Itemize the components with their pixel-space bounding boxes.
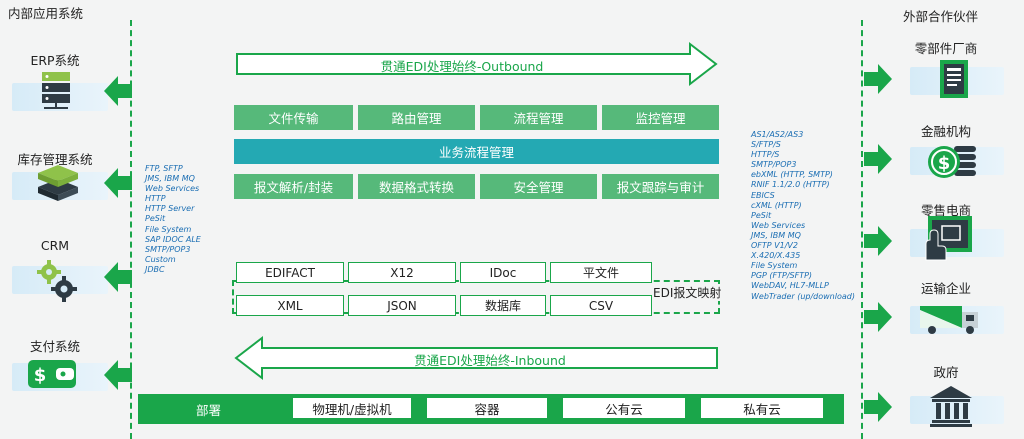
protocol-item: cXML (HTTP)	[751, 200, 802, 210]
internal-systems-title: 内部应用系统	[8, 6, 84, 21]
protocol-item: RNIF 1.1/2.0 (HTTP)	[751, 180, 830, 190]
protocol-item: File System	[145, 224, 192, 234]
protocol-item: PeSit	[751, 210, 772, 220]
arrow-left-icon	[104, 168, 132, 198]
server-rack-icon	[42, 72, 70, 109]
protocol-item: SAP IDOC ALE	[145, 234, 201, 244]
format-csv: CSV	[550, 295, 652, 316]
inbound-arrow	[234, 335, 718, 381]
retail-ecommerce-label: 零售电商	[920, 203, 971, 218]
arrow-left-icon	[104, 76, 132, 106]
service-message-parsing: 报文解析/封装	[234, 174, 353, 199]
protocol-item: Web Services	[751, 220, 806, 230]
transportation-label: 运输企业	[920, 281, 971, 296]
protocol-item: FTP, SFTP	[145, 164, 183, 173]
coins-dollar-icon: $	[928, 146, 976, 178]
inventory-system-label: 库存管理系统	[17, 152, 93, 167]
protocol-item: SMTP/POP3	[145, 244, 191, 254]
format-x12: X12	[348, 262, 456, 283]
format-database: 数据库	[460, 295, 546, 316]
deploy-public-cloud: 公有云	[562, 397, 686, 419]
left-divider	[130, 20, 132, 439]
arrow-right-icon	[864, 144, 892, 174]
business-process-bar: 业务流程管理	[234, 139, 719, 164]
external-partners-title: 外部合作伙伴	[903, 9, 979, 24]
truck-icon	[920, 306, 978, 334]
arrow-left-icon	[104, 262, 132, 292]
arrow-right-icon	[864, 302, 892, 332]
format-flat-file: 平文件	[550, 262, 652, 283]
service-monitoring: 监控管理	[602, 105, 719, 130]
government-label: 政府	[933, 365, 959, 380]
arrow-right-icon	[864, 226, 892, 256]
protocol-item: S/FTP/S	[751, 140, 781, 150]
format-idoc: IDoc	[460, 262, 546, 283]
service-security: 安全管理	[480, 174, 597, 199]
protocol-item: OFTP V1/V2	[751, 241, 798, 251]
protocol-item: SMTP/POP3	[751, 160, 797, 170]
financial-institution-label: 金融机构	[920, 124, 971, 139]
service-tracking-audit: 报文跟踪与审计	[602, 174, 719, 199]
left-protocol-list: FTP, SFTP JMS, IBM MQ Web Services HTTP …	[145, 164, 201, 275]
service-format-conversion: 数据格式转换	[358, 174, 475, 199]
outbound-arrow	[236, 41, 718, 87]
parts-manufacturer-label: 零部件厂商	[914, 41, 978, 56]
inbound-label: 贯通EDI处理始终-Inbound	[414, 353, 566, 368]
service-process: 流程管理	[480, 105, 597, 130]
touchscreen-hand-icon	[925, 216, 972, 261]
protocol-item: ebXML (HTTP, SMTP)	[751, 170, 833, 180]
format-json: JSON	[348, 295, 456, 316]
deploy-private-cloud: 私有云	[700, 397, 824, 419]
protocol-item: JMS, IBM MQ	[145, 174, 195, 184]
protocol-item: WebTrader (up/download)	[751, 291, 855, 301]
protocol-item: Web Services	[145, 184, 200, 194]
arrow-left-icon	[104, 360, 132, 390]
document-list-icon	[940, 60, 968, 98]
service-routing: 路由管理	[358, 105, 475, 130]
protocol-item: File System	[751, 261, 798, 271]
protocol-item: HTTP	[145, 194, 166, 204]
protocol-item: WebDAV, HL7-MLLP	[751, 281, 829, 291]
right-divider	[861, 20, 863, 439]
deployment-label: 部署	[196, 403, 222, 418]
erp-system-label: ERP系统	[30, 53, 80, 68]
arrow-right-icon	[864, 392, 892, 422]
protocol-item: JDBC	[145, 264, 165, 274]
gears-icon	[37, 260, 77, 302]
protocol-item: HTTP Server	[145, 204, 195, 214]
crm-system-label: CRM	[40, 238, 70, 253]
format-edifact: EDIFACT	[236, 262, 344, 283]
protocol-item: PeSit	[145, 214, 166, 224]
wallet-icon: $	[28, 360, 76, 388]
protocol-item: JMS, IBM MQ	[751, 230, 801, 240]
svg-text:$: $	[34, 365, 47, 386]
svg-text:$: $	[938, 153, 951, 174]
right-protocol-list: AS1/AS2/AS3 S/FTP/S HTTP/S SMTP/POP3 ebX…	[751, 130, 855, 302]
protocol-item: PGP (FTP/SFTP)	[751, 271, 813, 281]
protocol-item: AS1/AS2/AS3	[751, 130, 804, 139]
format-xml: XML	[236, 295, 344, 316]
protocol-item: Custom	[145, 254, 176, 264]
arrow-right-icon	[864, 64, 892, 94]
payment-system-label: 支付系统	[29, 339, 80, 354]
stacked-layers-icon	[38, 165, 78, 201]
government-building-icon	[930, 386, 972, 427]
edi-mapping-label: EDI报文映射	[651, 284, 724, 301]
protocol-item: HTTP/S	[751, 150, 780, 160]
deploy-physical-vm: 物理机/虚拟机	[292, 397, 412, 419]
service-file-transfer: 文件传输	[234, 105, 353, 130]
protocol-item: EBICS	[751, 190, 775, 200]
outbound-label: 贯通EDI处理始终-Outbound	[380, 59, 544, 74]
deploy-container: 容器	[426, 397, 548, 419]
protocol-item: X.420/X.435	[751, 251, 801, 261]
